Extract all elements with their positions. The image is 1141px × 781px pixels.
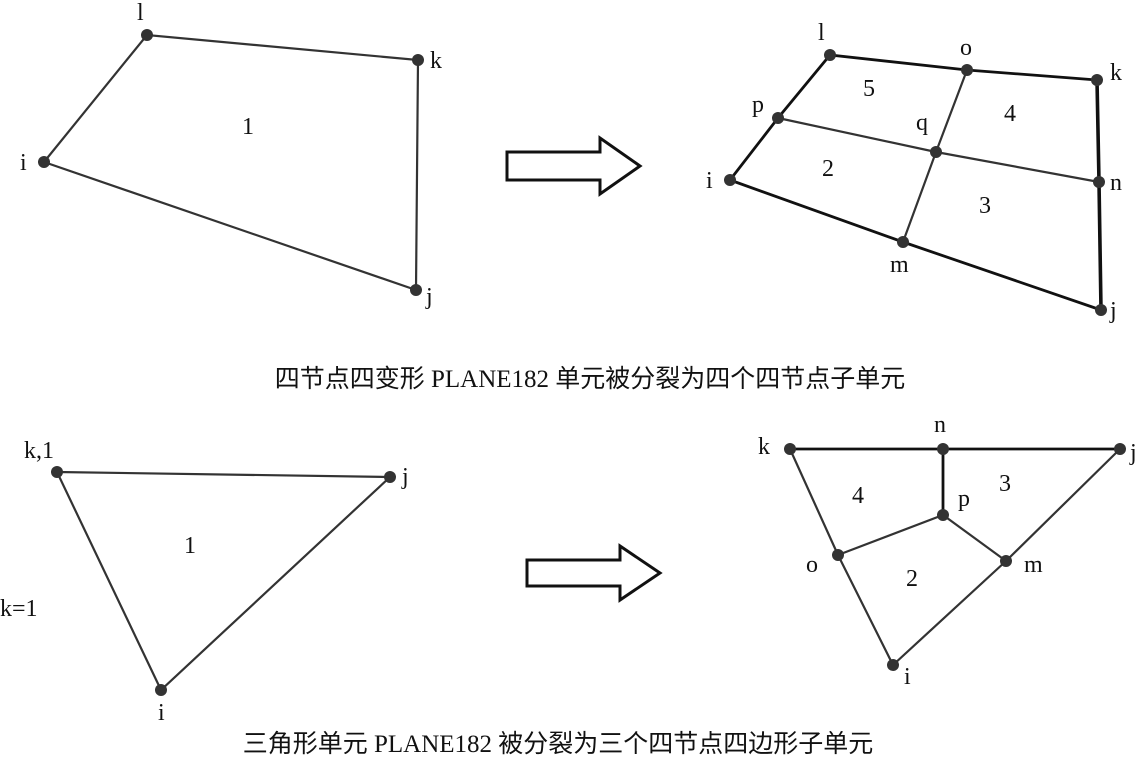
node-label-l: l	[818, 20, 825, 46]
node-n	[1093, 176, 1105, 188]
caption-bottom: 三角形单元 PLANE182 被分裂为三个四节点四边形子单元	[243, 730, 874, 758]
node-i	[724, 174, 736, 186]
node-k	[412, 54, 424, 66]
triangle-outline	[55, 470, 393, 692]
node-i	[38, 156, 50, 168]
right-arrow-icon	[525, 543, 663, 603]
node-label-i: i	[904, 664, 911, 690]
node-label-j: j	[1109, 298, 1117, 324]
element-number: 3	[979, 193, 991, 219]
node-m	[1000, 555, 1012, 567]
node-l	[824, 49, 836, 61]
node-label-i: i	[20, 150, 27, 176]
right-arrow-icon	[505, 135, 643, 197]
bottom-subdivided-triangle: k n j p o m i 2 3 4	[758, 412, 1137, 690]
element-number: 2	[822, 156, 834, 182]
node-label-m: m	[890, 252, 909, 278]
node-label-j: j	[1129, 440, 1137, 466]
quad-outline	[42, 33, 420, 292]
element-number: 5	[863, 76, 875, 102]
element-number: 1	[184, 533, 196, 559]
element-number: 2	[906, 566, 918, 592]
edge-o-p-m	[837, 513, 1007, 562]
edge-top-left	[728, 53, 1098, 181]
node-label-k: k	[1110, 60, 1122, 86]
bottom-original-triangle: k,1 j i 1 k=1	[0, 438, 409, 726]
node-label-p: p	[752, 92, 764, 118]
node-label-l: l	[137, 0, 144, 26]
note-k-equals-l: k=1	[0, 596, 38, 622]
node-label-i: i	[706, 168, 713, 194]
node-j	[1114, 443, 1126, 455]
node-label-j: j	[425, 284, 433, 310]
caption-top: 四节点四变形 PLANE182 单元被分裂为四个四节点子单元	[275, 365, 906, 393]
element-number: 4	[852, 483, 864, 509]
node-label-k-l: k,1	[24, 438, 54, 464]
node-k-l	[51, 466, 63, 478]
node-j	[1095, 304, 1107, 316]
top-subdivided-quad: i p l o k n j m q 2 3 4 5	[706, 20, 1122, 324]
top-original-quad: i l k j 1	[20, 0, 442, 310]
node-k	[1091, 74, 1103, 86]
node-label-k: k	[430, 48, 442, 74]
node-p	[772, 112, 784, 124]
node-p	[937, 509, 949, 521]
node-i	[887, 659, 899, 671]
element-number: 3	[999, 471, 1011, 497]
node-o	[961, 64, 973, 76]
node-label-p: p	[958, 486, 970, 512]
edge-bottom	[729, 178, 1102, 312]
node-label-o: o	[806, 552, 818, 578]
node-m	[897, 236, 909, 248]
node-q	[930, 146, 942, 158]
node-label-n: n	[1110, 170, 1122, 196]
node-n	[937, 443, 949, 455]
node-label-j: j	[401, 464, 409, 490]
node-i	[155, 684, 167, 696]
node-j	[410, 284, 422, 296]
node-k	[784, 443, 796, 455]
node-label-m: m	[1024, 552, 1043, 578]
node-label-i: i	[158, 700, 165, 726]
node-l	[141, 29, 153, 41]
node-j	[384, 471, 396, 483]
node-label-n: n	[934, 412, 946, 438]
node-label-k: k	[758, 434, 770, 460]
node-label-q: q	[916, 110, 928, 136]
node-o	[832, 549, 844, 561]
node-label-o: o	[960, 35, 972, 61]
element-number: 1	[242, 114, 254, 140]
element-number: 4	[1004, 101, 1016, 127]
edge-right	[1095, 79, 1103, 311]
